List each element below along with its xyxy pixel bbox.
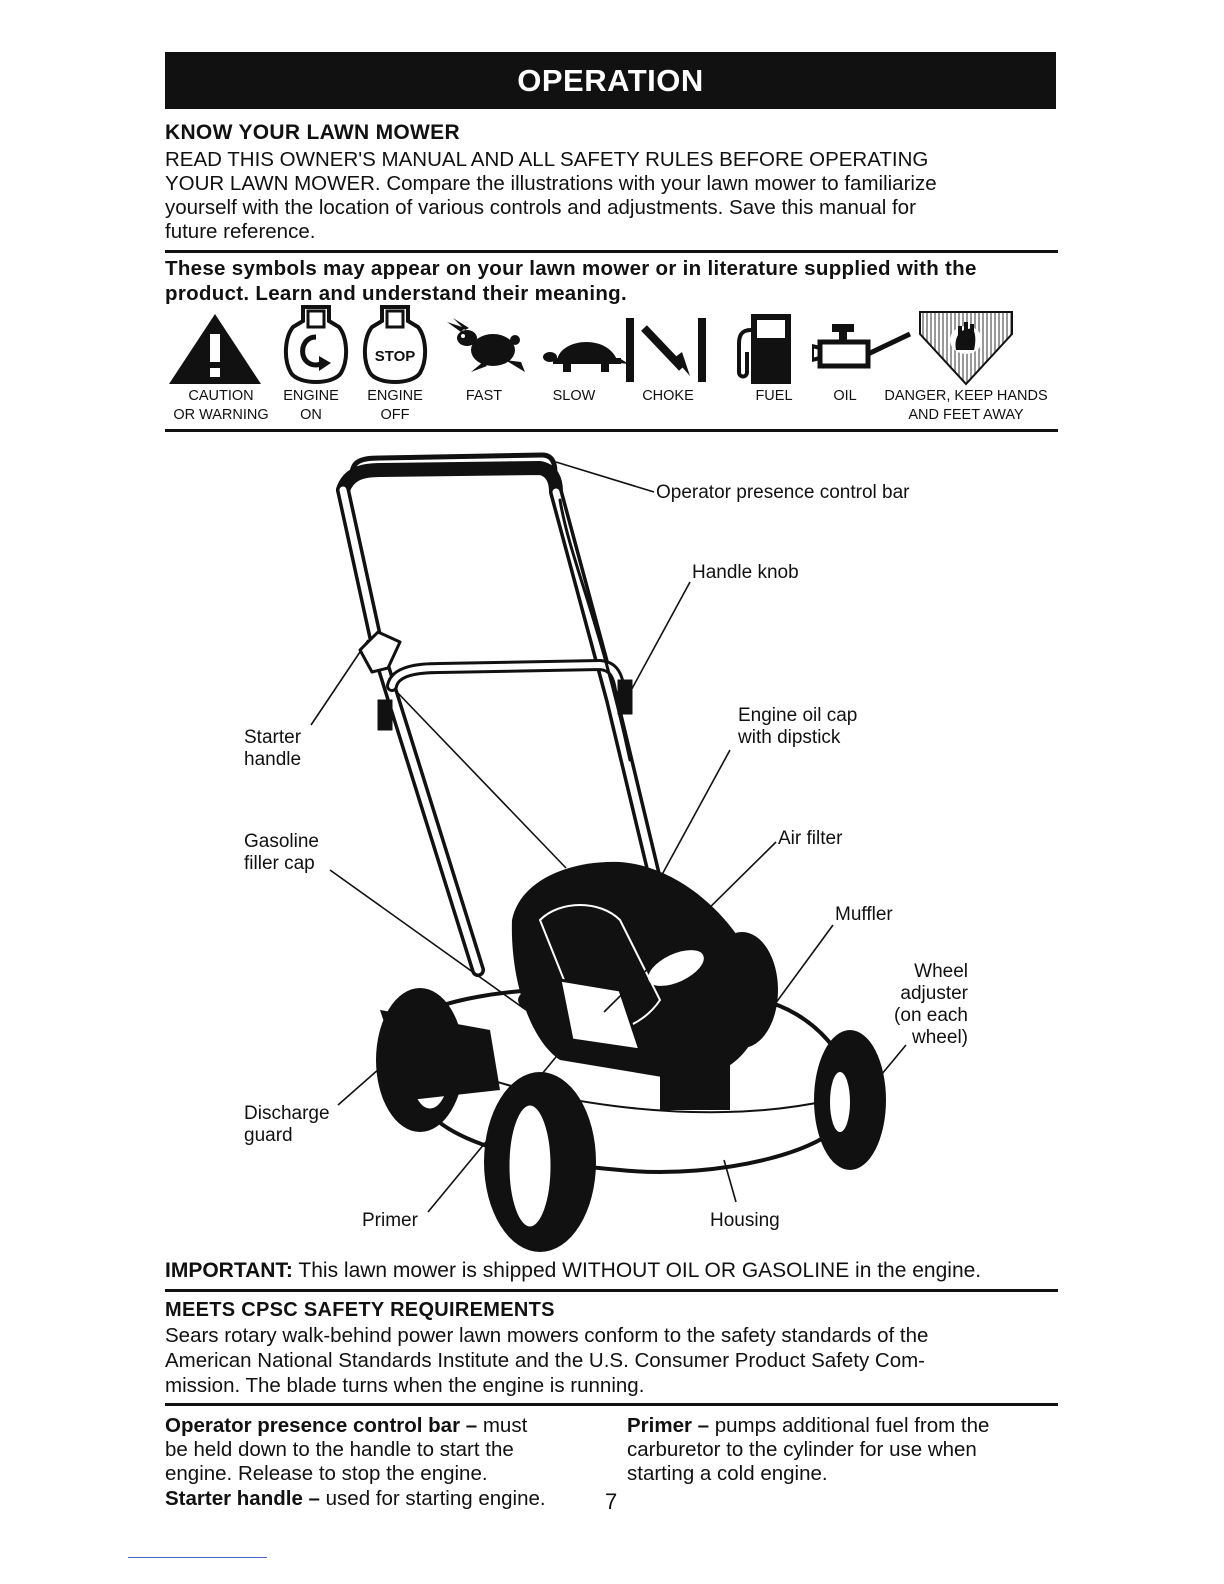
divider: [165, 1289, 1058, 1292]
danger-hands-icon: [918, 310, 1014, 386]
label-gasoline-filler-cap: Gasoline: [244, 831, 319, 852]
know-line: yourself with the location of various co…: [165, 196, 916, 219]
know-line: READ THIS OWNER'S MANUAL AND ALL SAFETY …: [165, 148, 929, 171]
label-housing: Housing: [710, 1210, 780, 1231]
important-note: IMPORTANT: This lawn mower is shipped WI…: [165, 1259, 982, 1282]
label-wheel-adjuster: (on each: [894, 1005, 968, 1026]
divider: [165, 429, 1058, 432]
def-presence-bar: Operator presence control bar – must: [165, 1414, 528, 1437]
symbol-caption: CHOKE: [642, 388, 694, 404]
def-presence-bar: engine. Release to stop the engine.: [165, 1462, 488, 1485]
divider: [165, 1403, 1058, 1406]
def-primer: Primer – pumps additional fuel from the: [627, 1414, 990, 1437]
section-title-banner: OPERATION: [165, 52, 1056, 109]
symbols-intro: product. Learn and understand their mean…: [165, 282, 627, 305]
know-line: YOUR LAWN MOWER. Compare the illustratio…: [165, 172, 937, 195]
label-operator-presence-bar: Operator presence control bar: [656, 482, 910, 503]
label-gasoline-filler-cap: filler cap: [244, 853, 315, 874]
know-line: future reference.: [165, 220, 316, 243]
label-discharge-guard: Discharge: [244, 1103, 330, 1124]
label-engine-oil-cap: with dipstick: [738, 727, 841, 748]
label-discharge-guard: guard: [244, 1125, 293, 1146]
page-link-underline[interactable]: [128, 1557, 267, 1558]
symbol-caption: FUEL: [755, 388, 793, 404]
symbol-caption: FAST: [465, 388, 503, 404]
symbol-caption: SLOW: [552, 388, 596, 404]
label-wheel-adjuster: adjuster: [900, 983, 968, 1004]
caution-warning-icon: [167, 312, 263, 386]
label-starter-handle: handle: [244, 749, 302, 770]
label-handle-knob: Handle knob: [692, 562, 799, 583]
symbols-intro: These symbols may appear on your lawn mo…: [165, 257, 977, 280]
fuel-pump-icon: [733, 310, 799, 386]
divider: [165, 250, 1058, 253]
def-starter-handle: Starter handle – used for starting engin…: [165, 1487, 546, 1510]
know-heading: KNOW YOUR LAWN MOWER: [165, 121, 460, 144]
cpsc-line: Sears rotary walk-behind power lawn mowe…: [165, 1324, 929, 1347]
symbol-caption: OIL: [833, 388, 857, 404]
choke-icon: [622, 314, 712, 384]
engine-on-icon: [283, 303, 349, 387]
label-air-filter: Air filter: [778, 828, 843, 849]
def-presence-bar: be held down to the handle to start the: [165, 1438, 514, 1461]
stop-badge: STOP: [375, 348, 416, 365]
cpsc-heading: MEETS CPSC SAFETY REQUIREMENTS: [165, 1299, 555, 1321]
label-starter-handle: Starter: [244, 727, 302, 748]
lawn-mower-illustration: [310, 452, 907, 1252]
cpsc-line: American National Standards Institute an…: [165, 1349, 926, 1372]
cpsc-line: mission. The blade turns when the engine…: [165, 1374, 645, 1397]
page-number: 7: [605, 1489, 618, 1514]
turtle-slow-icon: [543, 330, 629, 374]
def-primer: starting a cold engine.: [627, 1462, 828, 1485]
rabbit-fast-icon: [447, 318, 527, 376]
oil-can-icon: [812, 322, 912, 372]
label-wheel-adjuster: Wheel: [914, 961, 968, 982]
label-muffler: Muffler: [835, 904, 893, 925]
def-primer: carburetor to the cylinder for use when: [627, 1438, 977, 1461]
label-engine-oil-cap: Engine oil cap: [738, 705, 858, 726]
label-primer: Primer: [362, 1210, 418, 1231]
engine-off-icon: STOP: [362, 303, 428, 387]
label-wheel-adjuster: wheel): [912, 1027, 968, 1048]
